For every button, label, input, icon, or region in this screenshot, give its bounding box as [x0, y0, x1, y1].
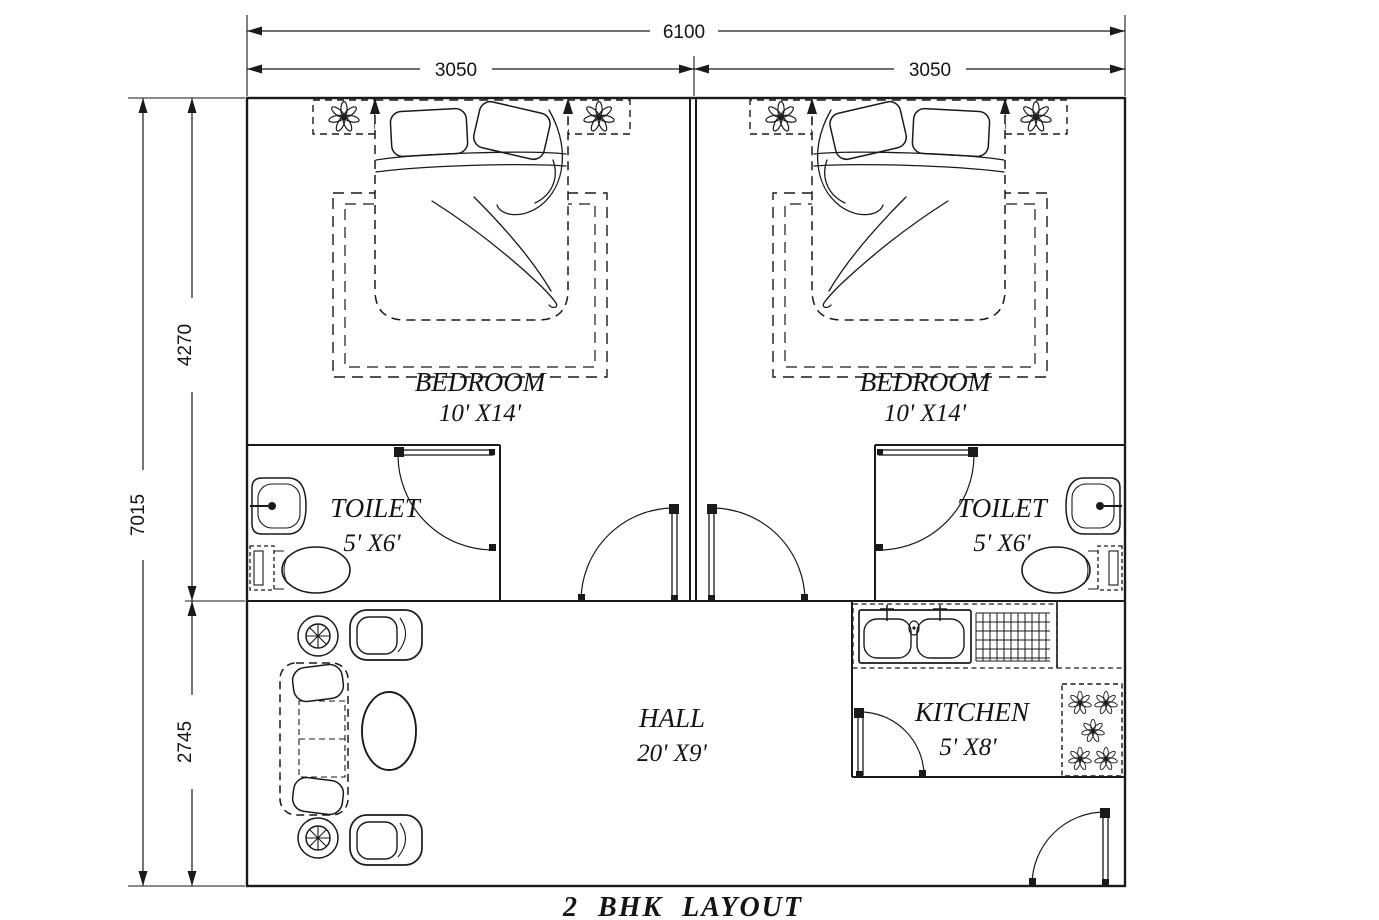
door-jamb	[671, 595, 678, 601]
door-swing-arc	[711, 507, 806, 602]
door-stop	[578, 594, 585, 601]
dim-right-width: 3050	[909, 60, 951, 81]
armchair-cushion	[356, 821, 398, 860]
door-stop	[1029, 878, 1036, 885]
burner-icon	[1067, 747, 1093, 771]
hall-furniture	[279, 609, 423, 866]
stool-icon	[297, 817, 339, 859]
bedroom-doors	[578, 504, 808, 602]
dim-left-width: 3050	[435, 60, 477, 81]
sofa-icon	[279, 662, 349, 816]
toilet-left-label: TOILET	[330, 493, 422, 523]
door-hinge	[669, 504, 679, 514]
door-leaf	[857, 711, 864, 776]
door-hinge	[707, 504, 717, 514]
hall-label: HALL	[638, 703, 705, 733]
toilet-left-size: 5' X6'	[343, 530, 401, 557]
kitchen-label: KITCHEN	[914, 697, 1031, 727]
armchair-line	[397, 617, 407, 653]
room-labels: BEDROOM 10' X14' BEDROOM 10' X14' TOILET…	[330, 367, 1049, 767]
dim-total-height: 7015	[128, 494, 149, 536]
door-swing-arc	[859, 711, 925, 777]
burner-icon	[1093, 691, 1119, 715]
door-jamb	[708, 595, 715, 601]
door-stop	[801, 594, 808, 601]
center-wall	[689, 98, 697, 601]
coffee-table-icon	[361, 691, 417, 771]
bed-left-icon	[313, 98, 630, 377]
sink-drain	[908, 620, 920, 636]
bedroom-left-label: BEDROOM	[415, 367, 547, 397]
door-leaf	[1102, 811, 1109, 885]
door-leaf	[708, 507, 715, 601]
armchair-line	[397, 822, 407, 858]
dim-upper-height: 4270	[175, 324, 196, 366]
door-hinge	[854, 708, 864, 718]
burner-icon	[1093, 747, 1119, 771]
sofa-pillow	[291, 776, 345, 816]
door-swing-arc	[580, 507, 675, 602]
armchair-icon	[349, 814, 423, 866]
kitchen-fixtures	[852, 603, 1125, 777]
door-jamb	[856, 771, 863, 777]
dimension-lines: 6100 3050 3050 7015 4270 2745	[122, 15, 1126, 887]
drainboard-grid	[975, 612, 1050, 662]
burner-icon	[1067, 691, 1093, 715]
toilet-left-walls	[247, 444, 501, 601]
toilet-right-size: 5' X6'	[973, 530, 1031, 557]
door-hinge	[1100, 808, 1110, 818]
dim-total-width: 6100	[663, 22, 705, 43]
main-entrance-door	[1029, 808, 1110, 886]
door-stop	[919, 770, 926, 777]
extension-lines	[128, 15, 1126, 887]
bedroom-right-size: 10' X14'	[884, 400, 967, 427]
bedroom-right-label: BEDROOM	[860, 367, 992, 397]
outer-wall	[245, 96, 1127, 888]
sink-drain-dot	[912, 626, 916, 630]
door-leaf	[671, 507, 678, 601]
door-jamb	[1102, 879, 1109, 885]
sofa-pillow	[291, 663, 345, 703]
stool-icon	[297, 615, 339, 657]
stove-icon	[1061, 683, 1123, 777]
dimension-arrows	[138, 26, 1125, 886]
kitchen-size: 5' X8'	[939, 734, 997, 761]
plan-title: 2 BHK LAYOUT	[562, 892, 803, 920]
dim-lower-height: 2745	[175, 721, 196, 763]
armchair-icon	[349, 609, 423, 661]
bedroom-left-size: 10' X14'	[439, 400, 522, 427]
sink-taps	[880, 605, 947, 621]
toilet-right-walls	[874, 444, 1125, 601]
bed-right-icon	[750, 98, 1067, 377]
kitchen-counter	[852, 603, 1058, 669]
toilet-right-label: TOILET	[957, 493, 1049, 523]
armchair-cushion	[356, 616, 398, 655]
door-swing-arc	[1031, 811, 1106, 886]
hall-size: 20' X9'	[637, 740, 707, 767]
kitchen-sink-icon	[858, 609, 972, 664]
kitchen-walls	[851, 601, 1125, 778]
burner-icon	[1080, 719, 1106, 743]
